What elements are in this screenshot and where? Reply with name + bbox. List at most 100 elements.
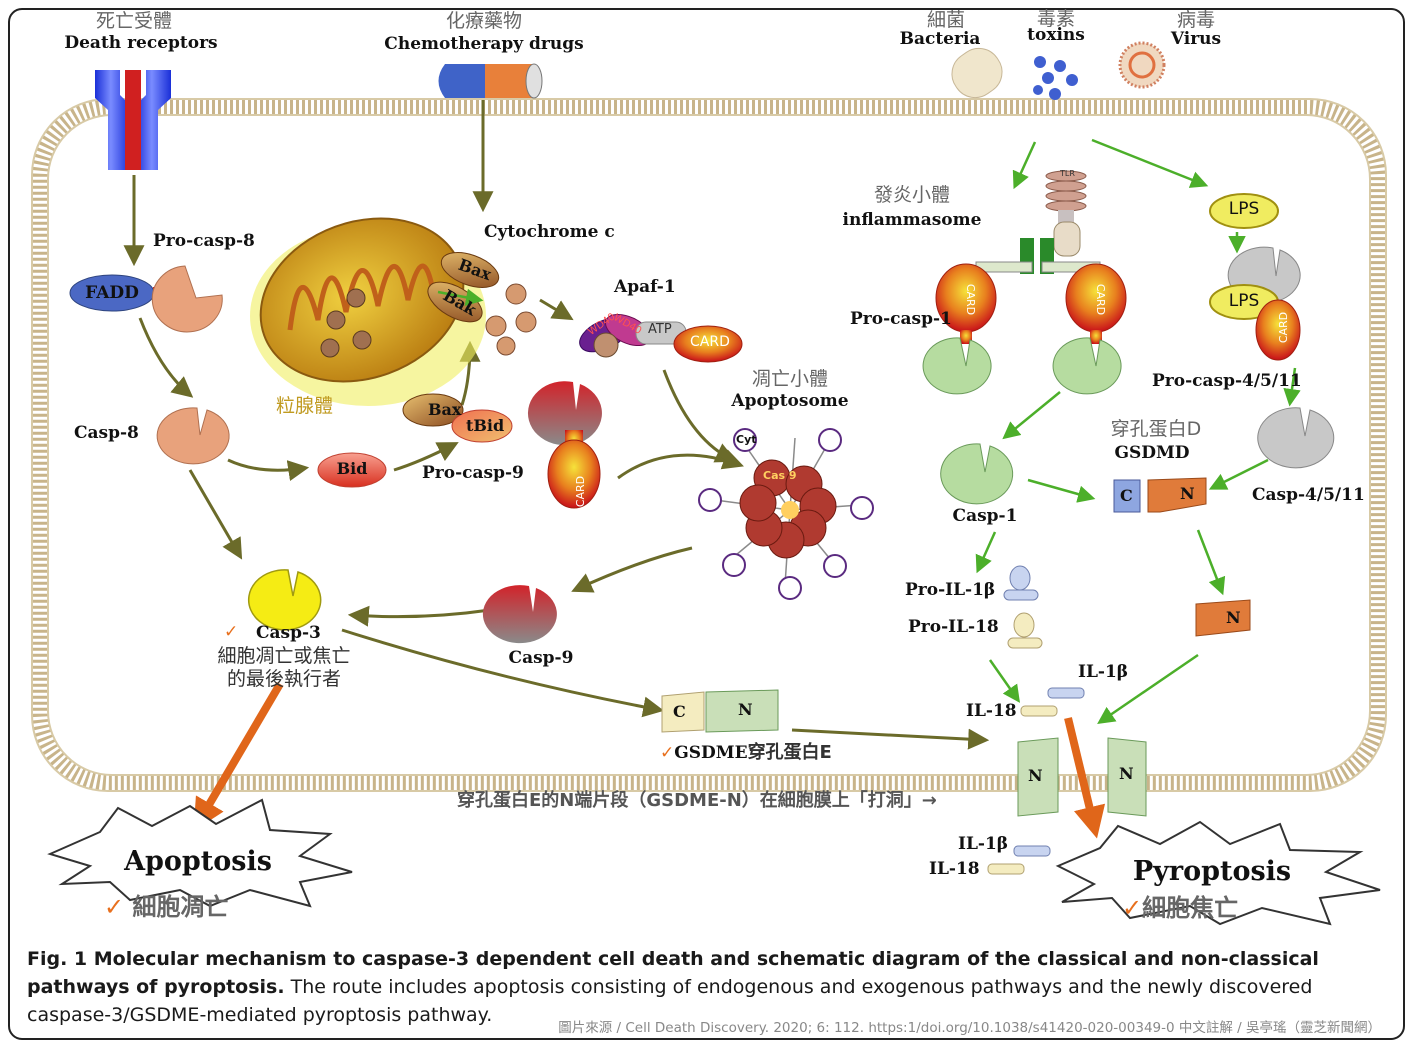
casp4511-label: Casp-4/5/11	[1252, 485, 1365, 505]
casp3-note-line2: 的最後執行者	[226, 668, 342, 690]
casp3-check: ✓	[224, 624, 238, 641]
casp4511-shape	[1257, 407, 1335, 469]
pro-il1b-icon	[1003, 565, 1039, 601]
bacteria-label: Bacteria	[899, 29, 981, 49]
gsdmd-cn-label: 穿孔蛋白D	[1110, 418, 1202, 440]
apoptosome-icon	[698, 428, 874, 600]
bacteria-cn-label: 細菌	[926, 9, 966, 31]
apoptosis-burst	[47, 798, 353, 908]
pro-casp4511-icon	[1209, 246, 1301, 361]
gsdme-n-label: N	[738, 700, 753, 719]
cytochrome-c-molecules	[485, 283, 537, 356]
pro-casp8-shape	[151, 265, 223, 333]
tlr-label: TLR	[1060, 169, 1075, 178]
gsdme-icon	[661, 689, 779, 733]
pro-casp1-left-icon	[922, 263, 997, 395]
toxins-label: toxins	[1027, 25, 1085, 45]
mitochondrion-icon	[250, 217, 486, 406]
il1b-out-label: IL-1β	[958, 834, 1009, 854]
gsdme-c-label: C	[673, 702, 686, 721]
virus-cn-label: 病毒	[1176, 9, 1216, 31]
inflammasome-label: inflammasome	[842, 210, 982, 230]
gsdmd-n-shape	[1195, 599, 1251, 637]
death-receptors-label: Death receptors	[64, 33, 218, 53]
bid-shape	[317, 452, 387, 488]
check-icon: ✓	[224, 622, 239, 642]
bax-tbid-tbid	[451, 409, 513, 443]
il18-bar-out	[987, 863, 1025, 875]
card-label-casp1-left: CARD	[964, 283, 978, 316]
casp3-label: Casp-3	[256, 623, 321, 643]
card-label-casp1-right: CARD	[1094, 283, 1108, 316]
pro-casp1-label: Pro-casp-1	[850, 309, 952, 329]
apaf1-label: Apaf-1	[614, 277, 676, 297]
casp1-shape	[940, 443, 1014, 505]
pro-casp9-icon	[527, 381, 602, 509]
bax-label-2: Bax	[428, 400, 462, 419]
card-label-casp4511: CARD	[1277, 311, 1291, 344]
atp-label: ATP	[648, 322, 672, 337]
gsdmd-n-fragment-label: N	[1226, 608, 1241, 627]
pro-casp4511-label: Pro-casp-4/5/11	[1152, 371, 1302, 391]
bax-tbid-bax	[402, 393, 464, 427]
pyroptosis-burst	[1055, 820, 1381, 926]
gsdmd-c-label: C	[1120, 486, 1133, 505]
il1b-bar	[1047, 687, 1085, 699]
caption-text: The route includes apoptosis consisting …	[27, 976, 1313, 1026]
pore-n-left-label: N	[1028, 766, 1043, 785]
bacteria-icon	[951, 47, 1003, 99]
pro-casp8-label: Pro-casp-8	[153, 231, 255, 251]
casp8-shape	[156, 407, 230, 465]
pyroptosis-cn-label: ✓細胞焦亡	[1122, 894, 1239, 922]
casp9-shape	[482, 585, 557, 644]
check-icon: ✓	[1122, 894, 1143, 922]
apoptosome-label: Apoptosome	[731, 391, 849, 411]
casp9-label: Casp-9	[508, 648, 574, 668]
pyroptosis-label: Pyroptosis	[1132, 856, 1292, 887]
pore-n-right-label: N	[1119, 764, 1134, 783]
apoptosome-cn-label: 凋亡小體	[751, 368, 829, 390]
apoptosis-cn-label: ✓ 細胞凋亡	[104, 893, 229, 921]
apaf1-icon	[579, 313, 743, 363]
pro-casp1-right-icon	[1052, 263, 1127, 395]
gsdmd-label: GSDMD	[1114, 443, 1190, 463]
lps-label-1: LPS	[1228, 199, 1260, 219]
gsdme-n-pore-right	[1107, 737, 1147, 817]
pathway-diagram	[31, 41, 1387, 926]
pro-il18-icon	[1007, 612, 1043, 649]
tbid-label: tBid	[466, 416, 505, 435]
cell-membrane	[32, 99, 1386, 791]
bax-shape	[440, 252, 500, 288]
tlr-icon	[1045, 170, 1087, 257]
il18-label: IL-18	[966, 701, 1017, 721]
source-credit: 圖片來源 / Cell Death Discovery. 2020; 6: 11…	[558, 1020, 1381, 1036]
il18-bar	[1020, 705, 1058, 717]
figure-caption: Fig. 1 Molecular mechanism to caspase-3 …	[27, 945, 1392, 1029]
virus-label: Virus	[1170, 29, 1222, 49]
death-receptor-icon	[95, 70, 171, 170]
cyt-label: Cyt	[736, 433, 757, 446]
inflammasome-cn-label: 發炎小體	[873, 184, 951, 206]
card-label-pro-casp9: CARD	[574, 475, 588, 508]
apoptosis-label: Apoptosis	[124, 846, 272, 877]
gsdme-label: ✓GSDME穿孔蛋白E	[660, 742, 832, 763]
il18-out-label: IL-18	[929, 859, 980, 879]
chemo-capsule-icon	[438, 63, 543, 99]
casp3-note-line1: 細胞凋亡或焦亡	[217, 645, 351, 667]
lps-label-2: LPS	[1228, 291, 1260, 311]
death-receptors-cn-label: 死亡受體	[95, 10, 173, 32]
chemo-cn-label: 化療藥物	[445, 10, 523, 32]
fadd-label: FADD	[85, 283, 139, 303]
inflammasome-scaffold	[975, 238, 1101, 274]
toxins-icon	[1033, 56, 1078, 100]
figure-frame	[8, 8, 1405, 1040]
bid-label: Bid	[336, 459, 368, 478]
cytochrome-c-label: Cytochrome c	[484, 222, 615, 242]
casp8-label: Casp-8	[74, 423, 139, 443]
il1b-label: IL-1β	[1078, 662, 1129, 682]
card-label-apaf1: CARD	[690, 334, 730, 350]
caption-label: Fig. 1 Molecular mechanism to caspase-3 …	[27, 948, 1319, 998]
check-icon: ✓	[104, 893, 125, 921]
chemo-label: Chemotherapy drugs	[384, 34, 584, 54]
il1b-bar-out	[1013, 845, 1051, 857]
